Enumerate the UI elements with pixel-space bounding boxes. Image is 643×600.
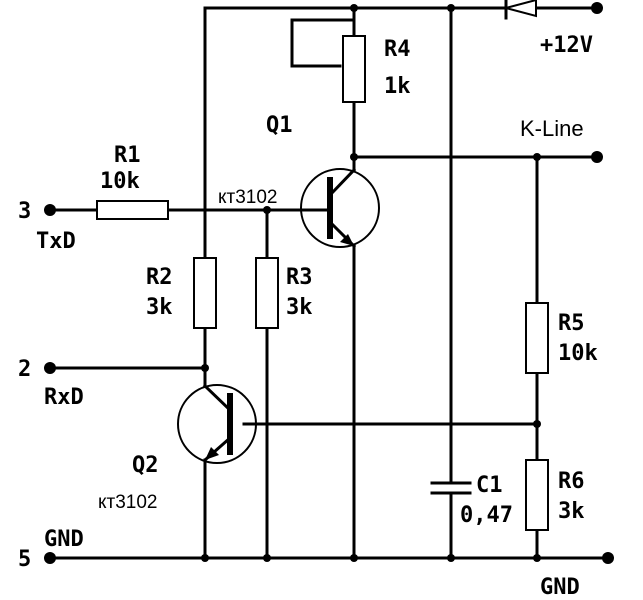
r1-name: R1 (114, 143, 141, 168)
q2-name: Q2 (132, 453, 159, 478)
pin5-signal: GND (44, 527, 84, 552)
pin3-signal: TxD (36, 229, 76, 254)
terminal-kline (591, 151, 603, 163)
pin2-signal: RxD (44, 385, 84, 410)
resistor-r4 (342, 35, 366, 103)
junction-dots (201, 4, 541, 562)
r4-value: 1k (384, 74, 411, 99)
q1-part: кт3102 (218, 187, 278, 208)
resistor-r3 (255, 257, 279, 329)
r3-name: R3 (286, 265, 313, 290)
supply-label: +12V (540, 33, 593, 58)
terminal-pin2 (44, 362, 56, 374)
terminal-points (44, 2, 614, 564)
terminal-pin3 (44, 204, 56, 216)
resistor-r1 (96, 200, 169, 220)
transistor-q1 (300, 167, 380, 249)
resistor-r6 (525, 459, 549, 531)
labels: R4 1k +12V Q1 кт3102 K-Line R1 10k 3 TxD… (18, 33, 598, 600)
r2-value: 3k (146, 295, 173, 320)
terminal-supply (591, 2, 603, 14)
r6-value: 3k (558, 499, 585, 524)
r5-name: R5 (558, 311, 585, 336)
q2-part: кт3102 (98, 492, 158, 513)
gnd-right-label: GND (540, 575, 580, 600)
r6-name: R6 (558, 469, 585, 494)
r1-value: 10k (100, 169, 140, 194)
r2-name: R2 (146, 265, 173, 290)
pin5-number: 5 (18, 547, 31, 572)
q1-name: Q1 (266, 113, 293, 138)
resistor-r5 (525, 302, 549, 374)
terminal-gnd-right (602, 552, 614, 564)
kline-label: K-Line (520, 116, 584, 141)
pin3-number: 3 (18, 199, 31, 224)
transistor-q2 (177, 383, 257, 464)
terminal-pin5 (44, 552, 56, 564)
pin2-number: 2 (18, 357, 31, 382)
r4-name: R4 (384, 37, 411, 62)
r5-value: 10k (558, 341, 598, 366)
capacitor-c1 (430, 481, 472, 495)
c1-value: 0,47 (460, 503, 513, 528)
resistor-r2 (193, 257, 217, 329)
wires (48, 6, 610, 560)
diode-symbol (496, 0, 542, 20)
r3-value: 3k (286, 295, 313, 320)
c1-name: C1 (476, 473, 503, 498)
